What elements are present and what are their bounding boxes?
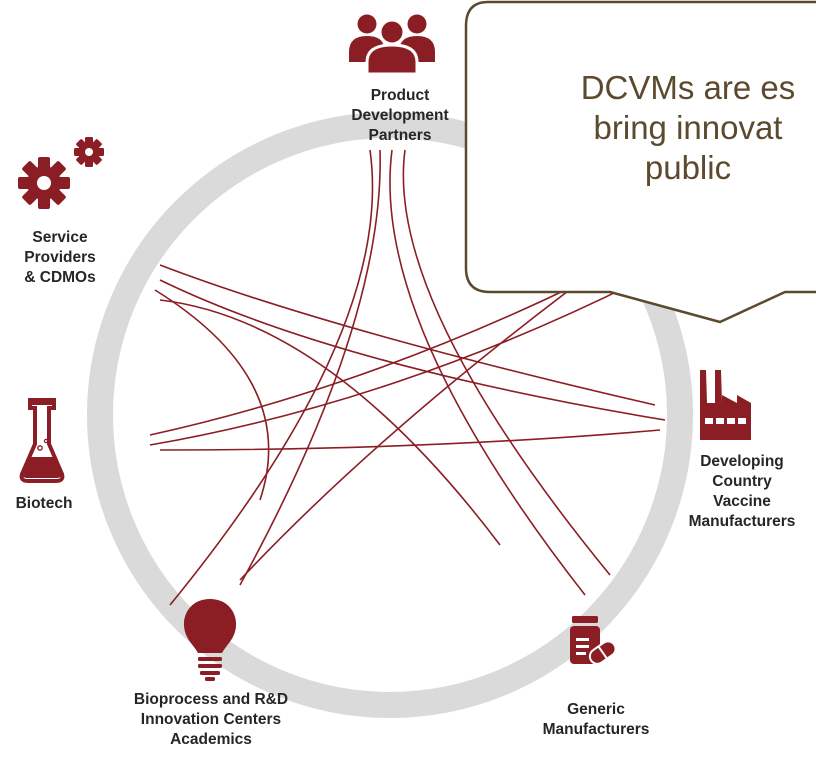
- label-line: Manufacturers: [688, 513, 796, 530]
- callout-line: bring innovat: [593, 109, 783, 146]
- label-line: Providers: [24, 249, 96, 266]
- label-developing-country-vaccine-manufacturers: Developing Country Vaccine Manufacturers: [672, 452, 812, 532]
- gears-icon: [18, 137, 104, 209]
- label-generic-manufacturers: Generic Manufacturers: [530, 700, 662, 740]
- callout-line: DCVMs are es: [580, 69, 796, 106]
- label-bioprocess: Bioprocess and R&D Innovation Centers Ac…: [96, 690, 326, 750]
- medicine-bottle-pills-icon: [570, 616, 617, 665]
- label-line: Bioprocess and R&D: [133, 691, 289, 708]
- callout-line: public: [644, 149, 732, 186]
- flask-icon: [19, 398, 65, 483]
- label-line: Biotech: [15, 495, 73, 512]
- label-line: Academics: [170, 731, 252, 748]
- lightbulb-icon: [183, 599, 237, 681]
- callout-bubble: [464, 0, 816, 324]
- label-line: Service: [32, 229, 88, 246]
- label-line: Developing: [700, 453, 784, 470]
- label-line: Product: [370, 87, 430, 104]
- label-line: Country: [712, 473, 772, 490]
- label-line: Partners: [368, 127, 432, 144]
- label-line: Development: [351, 107, 449, 124]
- label-service-providers: Service Providers & CDMOs: [8, 228, 112, 288]
- factory-icon: [700, 370, 751, 440]
- people-group-icon: [349, 14, 435, 76]
- background-ring: [87, 112, 693, 718]
- label-biotech: Biotech: [4, 494, 84, 514]
- label-product-development-partners: Product Development Partners: [335, 86, 465, 146]
- label-line: Innovation Centers: [140, 711, 282, 728]
- label-line: Generic: [567, 701, 625, 718]
- callout-text: DCVMs are es bring innovat public: [478, 68, 816, 188]
- label-line: & CDMOs: [24, 269, 96, 286]
- label-line: Vaccine: [713, 493, 771, 510]
- label-line: Manufacturers: [542, 721, 650, 738]
